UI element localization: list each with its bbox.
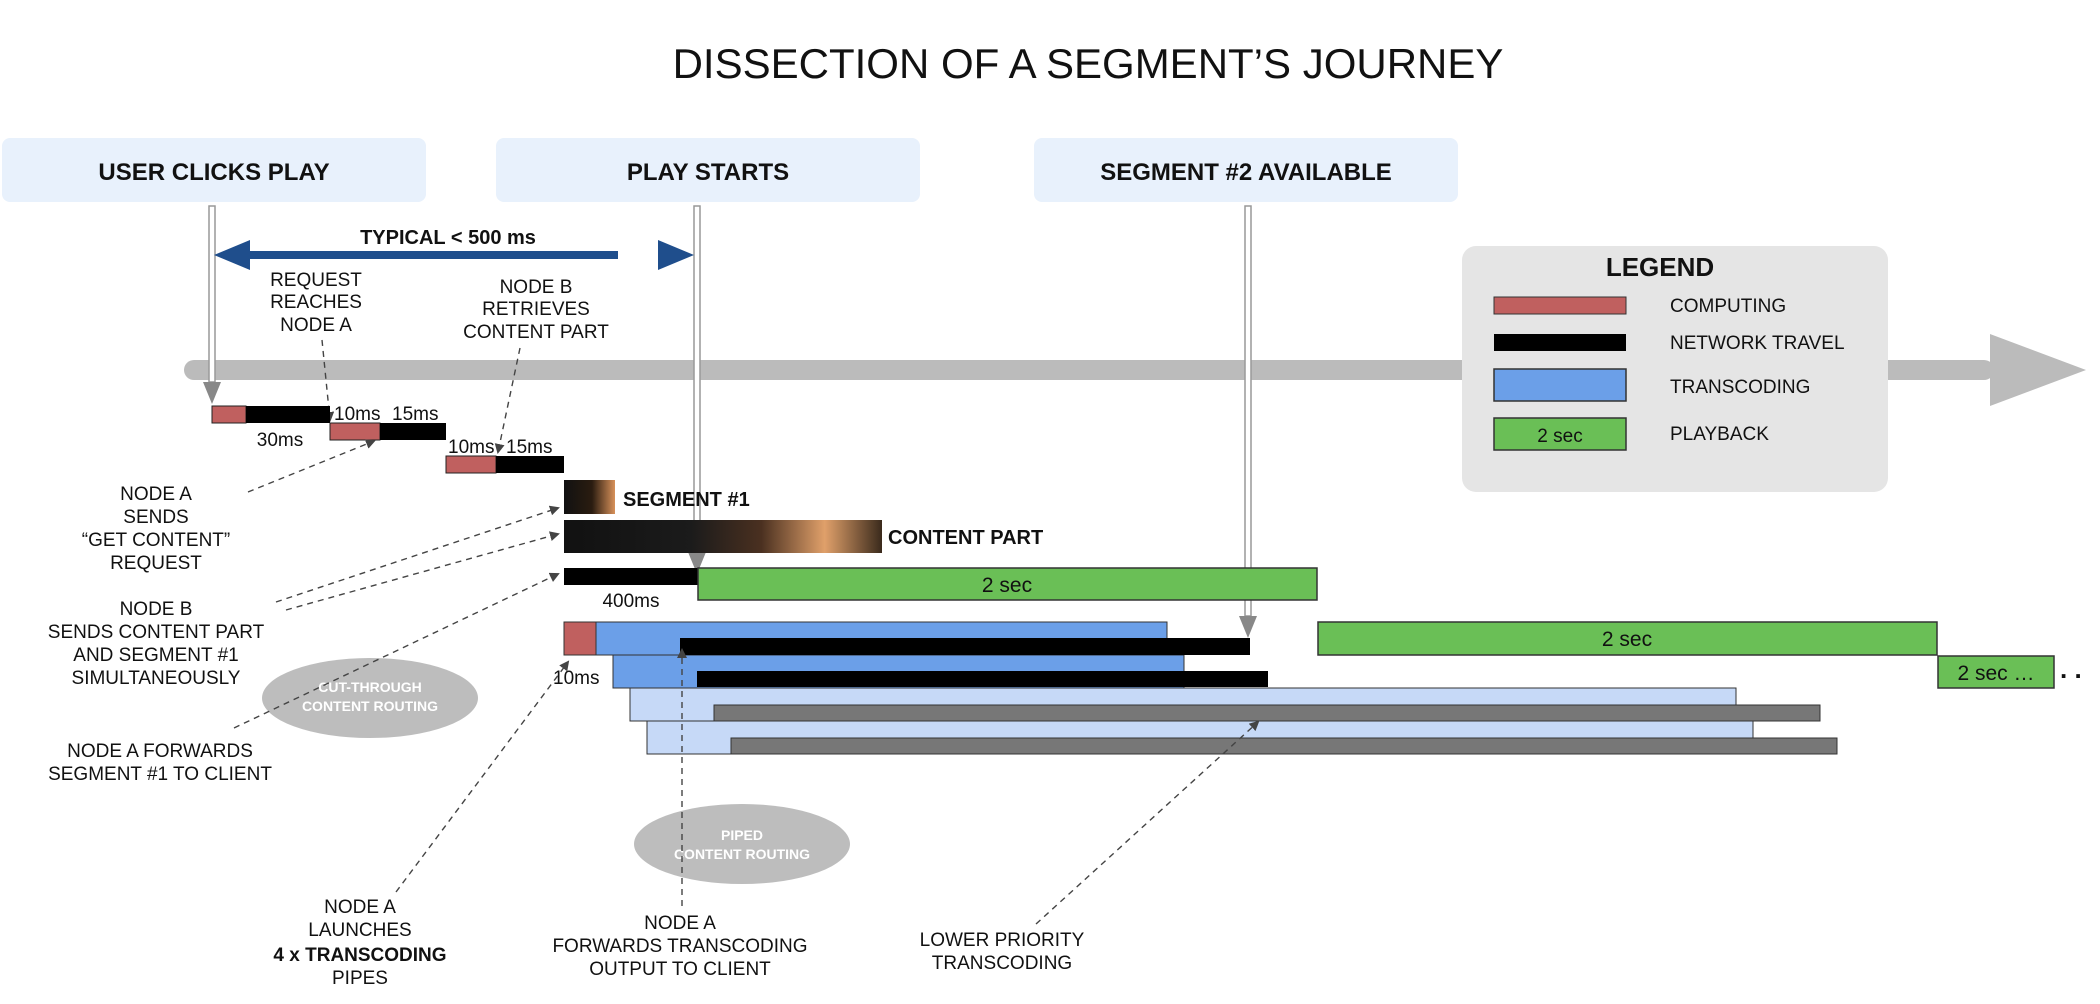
piped-bubble: [634, 804, 850, 884]
node-b-retrieves-annotation: NODE B RETRIEVES CONTENT PART: [463, 277, 609, 343]
timing-30ms: 30ms: [257, 430, 303, 451]
node-a-forwards-annotation: NODE A FORWARDS SEGMENT #1 TO CLIENT: [48, 741, 272, 785]
svg-text:FORWARDS TRANSCODING: FORWARDS TRANSCODING: [552, 936, 807, 957]
svg-text:CONTENT PART: CONTENT PART: [463, 322, 609, 343]
legend-swatch-computing: [1493, 296, 1627, 315]
content-part-bar: [564, 520, 882, 553]
transcode-output-network-1: [680, 638, 1250, 655]
segment1-bar: [564, 480, 615, 514]
legend: LEGEND COMPUTING NETWORK TRAVEL TRANSCOD…: [1462, 246, 1888, 492]
request-reaches-annotation: REQUEST REACHES NODE A: [270, 270, 362, 336]
legend-swatch-playback-text: 2 sec: [1537, 426, 1582, 447]
playback-bar-3: [1937, 655, 2055, 689]
playback-bar-2-label: 2 sec: [1602, 628, 1652, 651]
svg-text:REQUEST: REQUEST: [270, 270, 362, 291]
node-a-sends-annotation: NODE A SENDS “GET CONTENT” REQUEST: [82, 484, 230, 574]
svg-text:RETRIEVES: RETRIEVES: [482, 299, 590, 320]
svg-text:SENDS CONTENT PART: SENDS CONTENT PART: [48, 622, 265, 643]
svg-text:NODE A: NODE A: [324, 897, 396, 918]
svg-text:SEGMENT #1 TO CLIENT: SEGMENT #1 TO CLIENT: [48, 764, 272, 785]
playback-bar-2: [1317, 621, 1938, 656]
svg-text:NODE B: NODE B: [120, 599, 193, 620]
svg-text:LOWER PRIORITY: LOWER PRIORITY: [920, 930, 1085, 951]
timing-10ms-c: 10ms: [553, 668, 599, 689]
svg-text:NODE A: NODE A: [644, 913, 716, 934]
legend-swatch-playback: [1493, 417, 1627, 451]
legend-label-playback: PLAYBACK: [1670, 424, 1769, 445]
timing-10ms-a: 10ms: [334, 404, 380, 425]
node-a-launches-leader: [395, 660, 570, 893]
cut-through-line-2: CONTENT ROUTING: [302, 698, 438, 714]
milestone-segment2-available: SEGMENT #2 AVAILABLE: [1100, 159, 1392, 186]
node-a-forwards-transcoding-annotation: NODE A FORWARDS TRANSCODING OUTPUT TO CL…: [552, 913, 807, 980]
continuation-ellipsis: . .: [2060, 654, 2082, 684]
svg-text:PIPES: PIPES: [332, 968, 388, 989]
svg-text:NODE A: NODE A: [120, 484, 192, 505]
user-clicks-pointer: [203, 205, 221, 404]
legend-label-network: NETWORK TRAVEL: [1670, 333, 1845, 354]
low-priority-output-1: [713, 704, 1821, 722]
timing-400ms: 400ms: [602, 591, 659, 612]
milestone-user-clicks-play: USER CLICKS PLAY: [98, 159, 329, 186]
svg-text:REACHES: REACHES: [270, 292, 362, 313]
playback-bar-1-label: 2 sec: [982, 574, 1032, 597]
computing-bar-2: [329, 422, 381, 441]
legend-label-computing: COMPUTING: [1670, 296, 1786, 317]
low-priority-output-2: [730, 737, 1838, 755]
cut-through-line-1: CUT-THROUGH: [318, 679, 421, 695]
typical-duration-label: TYPICAL < 500 ms: [360, 227, 536, 249]
svg-text:SIMULTANEOUSLY: SIMULTANEOUSLY: [72, 668, 241, 689]
milestone-play-starts-box: [496, 138, 920, 202]
svg-text:“GET CONTENT”: “GET CONTENT”: [82, 530, 230, 551]
network-bar-2: [380, 423, 446, 440]
legend-label-transcoding: TRANSCODING: [1670, 377, 1810, 398]
legend-title: LEGEND: [1606, 252, 1714, 282]
timing-15ms-b: 15ms: [506, 437, 552, 458]
node-b-sends-leader-1: [275, 505, 560, 603]
network-bar-3: [496, 456, 564, 473]
transcode-output-network-2: [697, 671, 1268, 687]
network-bar-1: [246, 406, 330, 423]
playback-bar-3-label: 2 sec …: [1957, 662, 2034, 685]
content-part-label: CONTENT PART: [888, 527, 1043, 549]
lower-priority-annotation: LOWER PRIORITY TRANSCODING: [920, 930, 1085, 974]
node-a-sends-leader: [247, 439, 376, 493]
svg-text:REQUEST: REQUEST: [110, 553, 202, 574]
playback-bar-1: [697, 567, 1318, 601]
svg-text:AND SEGMENT #1: AND SEGMENT #1: [73, 645, 238, 666]
diagram-title: DISSECTION OF A SEGMENT’S JOURNEY: [673, 40, 1504, 87]
node-b-sends-leader-2: [285, 531, 560, 611]
node-b-retrieves-leader: [494, 347, 521, 454]
computing-bar-transcode: [563, 621, 597, 656]
cut-through-bubble: [262, 658, 478, 738]
legend-swatch-transcoding: [1493, 368, 1627, 402]
svg-text:LAUNCHES: LAUNCHES: [308, 920, 411, 941]
svg-text:NODE A FORWARDS: NODE A FORWARDS: [67, 741, 253, 762]
timing-15ms-a: 15ms: [392, 404, 438, 425]
svg-text:TRANSCODING: TRANSCODING: [932, 953, 1072, 974]
svg-text:NODE A: NODE A: [280, 315, 352, 336]
legend-swatch-network: [1494, 334, 1626, 351]
computing-bar-3: [445, 455, 497, 474]
typical-duration-arrow: [214, 240, 694, 270]
svg-text:OUTPUT TO CLIENT: OUTPUT TO CLIENT: [589, 959, 771, 980]
play-starts-pointer: [688, 205, 706, 574]
piped-line-1: PIPED: [721, 827, 763, 843]
svg-text:4 x TRANSCODING: 4 x TRANSCODING: [273, 945, 446, 966]
node-b-sends-annotation: NODE B SENDS CONTENT PART AND SEGMENT #1…: [48, 599, 265, 689]
computing-bar-1: [211, 405, 247, 424]
node-a-forwards-leader: [233, 572, 560, 729]
timing-10ms-b: 10ms: [448, 437, 494, 458]
milestone-play-starts: PLAY STARTS: [627, 159, 789, 186]
svg-text:NODE B: NODE B: [500, 277, 573, 298]
segment1-label: SEGMENT #1: [623, 489, 750, 511]
svg-text:SENDS: SENDS: [123, 507, 188, 528]
piped-line-2: CONTENT ROUTING: [674, 846, 810, 862]
segment2-pointer: [1239, 205, 1257, 638]
node-a-launches-annotation: NODE A LAUNCHES 4 x TRANSCODING PIPES: [273, 897, 446, 989]
milestone-segment2-box: [1034, 138, 1458, 202]
network-bar-400ms: [564, 568, 698, 585]
milestone-user-clicks-box: [2, 138, 426, 202]
